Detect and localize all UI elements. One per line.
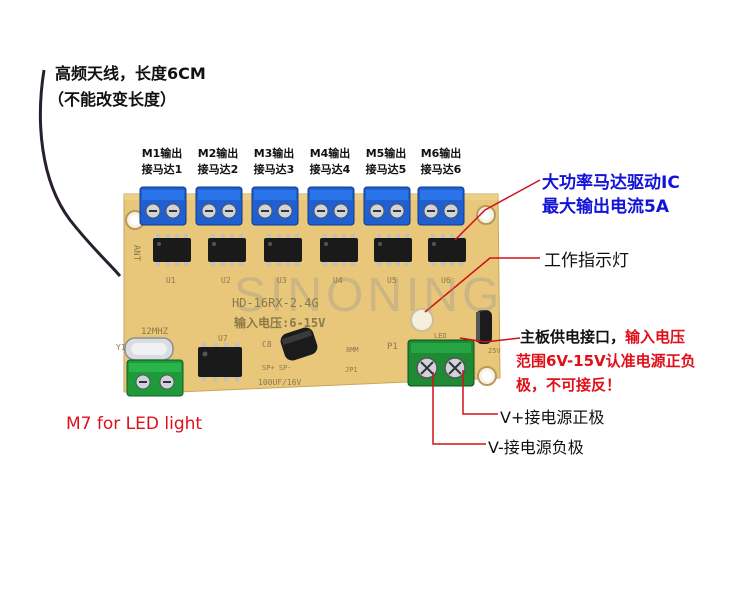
callout-lines — [424, 179, 541, 445]
indicator-led — [410, 308, 434, 332]
silk-led: LED — [434, 332, 447, 340]
motor-label-2: M2输出 接马达2 — [190, 146, 246, 178]
controller-ic — [198, 343, 242, 381]
motor-label-3-line2: 接马达3 — [253, 163, 295, 176]
silk-u2: U2 — [221, 276, 231, 285]
motor-label-3: M3输出 接马达3 — [246, 146, 302, 178]
power-callout-line1: 主板供电接口，输入电压 — [520, 326, 685, 347]
antenna-caption-line1: 高频天线，长度6CM — [55, 64, 206, 83]
silk-c8: C8 — [262, 340, 272, 349]
silk-u1: U1 — [166, 276, 176, 285]
silk-u3: U3 — [277, 276, 287, 285]
power-callout-line2: 范围6V-15V认准电源正负 — [516, 352, 696, 370]
antenna-caption-line2: （不能改变长度） — [48, 90, 177, 109]
power-callout-red: 输入电压 — [625, 328, 686, 346]
motor-label-3-line1: M3输出 — [253, 147, 295, 160]
crystal-oscillator — [124, 337, 174, 361]
power-callout-line3: 极，不可接反！ — [516, 376, 622, 394]
silk-u6: U6 — [441, 276, 451, 285]
silk-p1: P1 — [387, 342, 398, 352]
silk-cap: 100UF/16V — [258, 378, 302, 387]
motor-label-6: M6输出 接马达6 — [413, 146, 469, 178]
silk-8mm: 8MM — [346, 346, 359, 354]
motor-label-1-line1: M1输出 — [141, 147, 183, 160]
silk-u7: U7 — [218, 334, 228, 343]
vplus-callout: V+接电源正极 — [500, 408, 605, 427]
green-terminal — [126, 359, 184, 397]
motor-label-6-line2: 接马达6 — [420, 163, 462, 176]
motor-label-1-line2: 接马达1 — [141, 163, 183, 176]
motor-label-5-line1: M5输出 — [365, 147, 407, 160]
silk-u5: U5 — [387, 276, 397, 285]
power-callout-black: 主板供电接口， — [520, 328, 626, 346]
silk-voltage: 输入电压:6-15V — [234, 316, 326, 330]
electrolytic-capacitor-main — [280, 327, 318, 361]
motor-label-4-line1: M4输出 — [309, 147, 351, 160]
silk-jp1: JP1 — [345, 366, 358, 374]
watermark: SINONING — [234, 269, 504, 322]
silk-sp: SP+ SP- — [262, 364, 292, 372]
motor-label-4-line2: 接马达4 — [309, 163, 351, 176]
motor-label-5: M5输出 接马达5 — [358, 146, 414, 178]
motor-label-4: M4输出 接马达4 — [302, 146, 358, 178]
silk-u4: U4 — [333, 276, 343, 285]
silk-y1: Y1 — [116, 343, 126, 352]
silk-crystal: 12MHZ — [141, 327, 169, 337]
blue-terminals — [139, 186, 465, 226]
motor-label-6-line1: M6输出 — [420, 147, 462, 160]
driver-ic-callout-line2: 最大输出电流5A — [542, 197, 669, 217]
electrolytic-capacitor-small — [476, 310, 492, 344]
motor-label-5-line2: 接马达5 — [365, 163, 407, 176]
driver-ics — [153, 234, 466, 266]
antenna-wire — [38, 69, 122, 277]
driver-ic-callout-line1: 大功率马达驱动IC — [542, 173, 680, 193]
motor-label-2-line1: M2输出 — [197, 147, 239, 160]
silk-25v: 25V — [488, 347, 501, 355]
vminus-callout: V-接电源负极 — [488, 438, 584, 457]
silk-model: HD-16RX-2.4G — [232, 296, 319, 310]
motor-label-1: M1输出 接马达1 — [134, 146, 190, 178]
power-terminal — [407, 339, 475, 387]
indicator-callout: 工作指示灯 — [544, 251, 629, 271]
mounting-holes — [125, 205, 497, 386]
m7-led-callout: M7 for LED light — [66, 414, 203, 434]
silk-ant: ANT — [131, 244, 142, 262]
motor-label-2-line2: 接马达2 — [197, 163, 239, 176]
